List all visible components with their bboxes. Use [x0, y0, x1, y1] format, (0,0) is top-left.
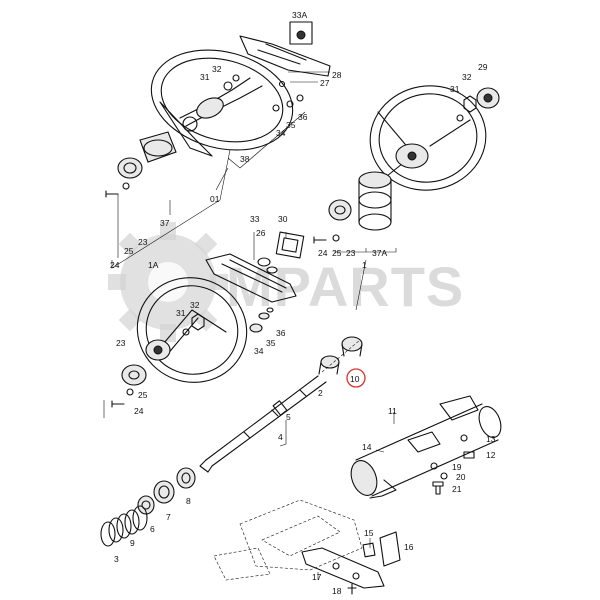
- part-labels: 33A 28 27 32 31 36 35 34 38 01 37 25 23 …: [110, 10, 496, 596]
- label-31: 31: [200, 72, 210, 82]
- label-19: 19: [452, 462, 462, 472]
- spring-3: [100, 505, 148, 547]
- label-38: 38: [240, 154, 250, 164]
- steering-wheel-01: [150, 49, 294, 151]
- contact-ring-23b: [313, 199, 352, 244]
- label-37a: 37A: [372, 248, 387, 258]
- label-17: 17: [312, 572, 322, 582]
- watermark-gear-icon: [108, 222, 228, 342]
- label-14: 14: [362, 442, 372, 452]
- label-31c: 31: [176, 308, 186, 318]
- bearings-6-9: [100, 467, 196, 547]
- label-23b: 23: [346, 248, 356, 258]
- horn-pad-33: [205, 231, 305, 303]
- label-24c: 24: [134, 406, 144, 416]
- label-1a: 1A: [148, 260, 159, 270]
- hub-37: [139, 101, 213, 163]
- label-3: 3: [114, 554, 119, 564]
- label-12: 12: [486, 450, 496, 460]
- horn-pad-33a: [289, 21, 313, 45]
- nut-washer-31-32-1a: [182, 313, 205, 336]
- label-25: 25: [124, 246, 134, 256]
- label-21: 21: [452, 484, 462, 494]
- label-32c: 32: [190, 300, 200, 310]
- bolts-12-13-19-21: [430, 434, 475, 495]
- label-27: 27: [320, 78, 330, 88]
- spacers-34-36: [249, 307, 274, 333]
- leader-lines: [103, 71, 395, 580]
- watermark-text: MPARTS: [226, 255, 464, 318]
- contact-ring-23: [105, 157, 143, 198]
- highlighted-part-10-ring: [346, 368, 366, 388]
- label-1: 1: [362, 260, 367, 270]
- label-16: 16: [404, 542, 414, 552]
- label-18: 18: [332, 586, 342, 596]
- label-30: 30: [278, 214, 288, 224]
- horn-button-29: [476, 87, 500, 109]
- label-20: 20: [456, 472, 466, 482]
- label-01: 01: [210, 194, 220, 204]
- label-35b: 35: [266, 338, 276, 348]
- label-5: 5: [286, 412, 291, 422]
- label-29: 29: [478, 62, 488, 72]
- nut-washer-31-32: [456, 95, 477, 122]
- label-23c: 23: [116, 338, 126, 348]
- label-6: 6: [150, 524, 155, 534]
- steering-shaft-4: [199, 375, 327, 473]
- label-32: 32: [212, 64, 222, 74]
- label-24: 24: [110, 260, 120, 270]
- steering-wheel-1: [369, 85, 487, 191]
- label-36b: 36: [276, 328, 286, 338]
- label-25c: 25: [138, 390, 148, 400]
- label-8: 8: [186, 496, 191, 506]
- label-31b: 31: [450, 84, 460, 94]
- label-33a: 33A: [292, 10, 307, 20]
- bush-2-10: [318, 336, 366, 388]
- label-2: 2: [318, 388, 323, 398]
- label-25b: 25: [332, 248, 342, 258]
- screw-18: [347, 583, 357, 595]
- label-9: 9: [130, 538, 135, 548]
- label-24b: 24: [318, 248, 328, 258]
- steering-wheel-1a: [136, 277, 248, 383]
- horn-cover-28: [239, 35, 331, 77]
- label-37: 37: [160, 218, 170, 228]
- label-35: 35: [286, 120, 296, 130]
- label-34b: 34: [254, 346, 264, 356]
- label-13: 13: [486, 434, 496, 444]
- trim-17: [301, 547, 385, 589]
- steering-column-11: [350, 395, 502, 499]
- label-11: 11: [388, 406, 397, 416]
- switch-15-16: [362, 531, 401, 567]
- label-36: 36: [298, 112, 308, 122]
- label-4: 4: [278, 432, 283, 442]
- label-10: 10: [350, 374, 360, 384]
- dash-bracket-outline: [213, 499, 363, 581]
- watermark: MPARTS: [108, 222, 464, 342]
- label-23: 23: [138, 237, 148, 247]
- label-15: 15: [364, 528, 374, 538]
- label-26: 26: [256, 228, 266, 238]
- label-33: 33: [250, 214, 260, 224]
- small-parts-01: [223, 74, 304, 112]
- label-7: 7: [166, 512, 171, 522]
- label-28: 28: [332, 70, 342, 80]
- label-32b: 32: [462, 72, 472, 82]
- label-34: 34: [276, 128, 286, 138]
- hub-37a: [358, 171, 392, 231]
- contact-ring-23c: [111, 364, 147, 408]
